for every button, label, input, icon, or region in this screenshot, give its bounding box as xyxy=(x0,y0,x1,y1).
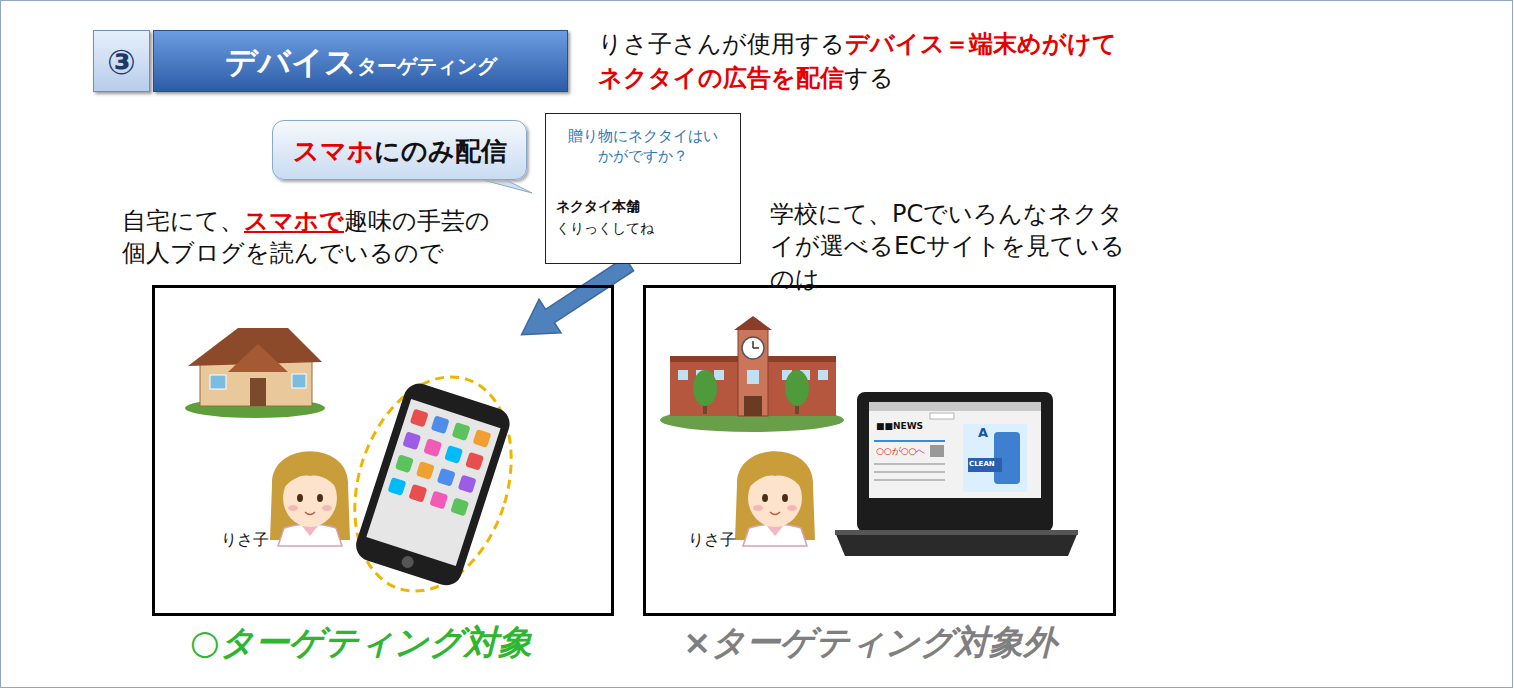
node-text: 贈り物にネクタイはいかがですか？ xyxy=(568,126,718,167)
text-group: 自宅にて、スマホで趣味の手芸の個人ブログを読んでいるので xyxy=(122,205,494,270)
node-text: ③ xyxy=(107,31,136,93)
screen-text: ■■NEWS xyxy=(876,421,923,432)
emphasis-text: デバイス＝端末めがけて xyxy=(845,30,1117,58)
caption-text: 学校にて、PCでいろんなネクタイが選べるECサイトを見ているのは xyxy=(770,200,1125,293)
target-label: ○ターゲティング対象 xyxy=(190,622,532,663)
node-text: りさ子 xyxy=(688,530,736,551)
panel-box: りさ子 xyxy=(152,285,614,616)
text-group: りさ子さんが使用するデバイス＝端末めがけてネクタイの広告を配信する xyxy=(598,28,1118,95)
callout-bubble: スマホにのみ配信 xyxy=(272,120,527,180)
screen-text: ○○が○○へ xyxy=(876,446,925,457)
text-group: 学校にて、PCでいろんなネクタイが選べるECサイトを見ているのは xyxy=(770,198,1144,295)
title-band: デバイスターゲティング xyxy=(153,30,568,92)
screen-text: CLEAN xyxy=(969,460,995,468)
node-text: デバイス xyxy=(225,31,357,93)
node-text: ネクタイ本舗 xyxy=(556,198,640,216)
node-text: スマホ xyxy=(293,121,374,181)
node-text: ターゲティング xyxy=(357,35,497,97)
description-text: りさ子さんが使用する xyxy=(598,30,845,58)
emphasis-text: ネクタイの広告を配信 xyxy=(598,64,844,92)
block-arrow xyxy=(522,257,634,334)
screen-text: A xyxy=(978,425,988,441)
emphasis-text: スマホで xyxy=(244,207,344,235)
node-text: りさ子 xyxy=(221,530,269,551)
target-label: ×ターゲティング対象外 xyxy=(683,622,1058,663)
caption-text: 自宅にて、 xyxy=(122,207,244,235)
description-text: する xyxy=(844,64,894,92)
number-badge: ③ xyxy=(93,30,150,92)
node-text: にのみ配信 xyxy=(374,121,507,181)
node-text: くりっくしてね xyxy=(556,220,654,238)
ad-box: 贈り物にネクタイはいかがですか？ ネクタイ本舗くりっくしてね xyxy=(545,113,741,264)
